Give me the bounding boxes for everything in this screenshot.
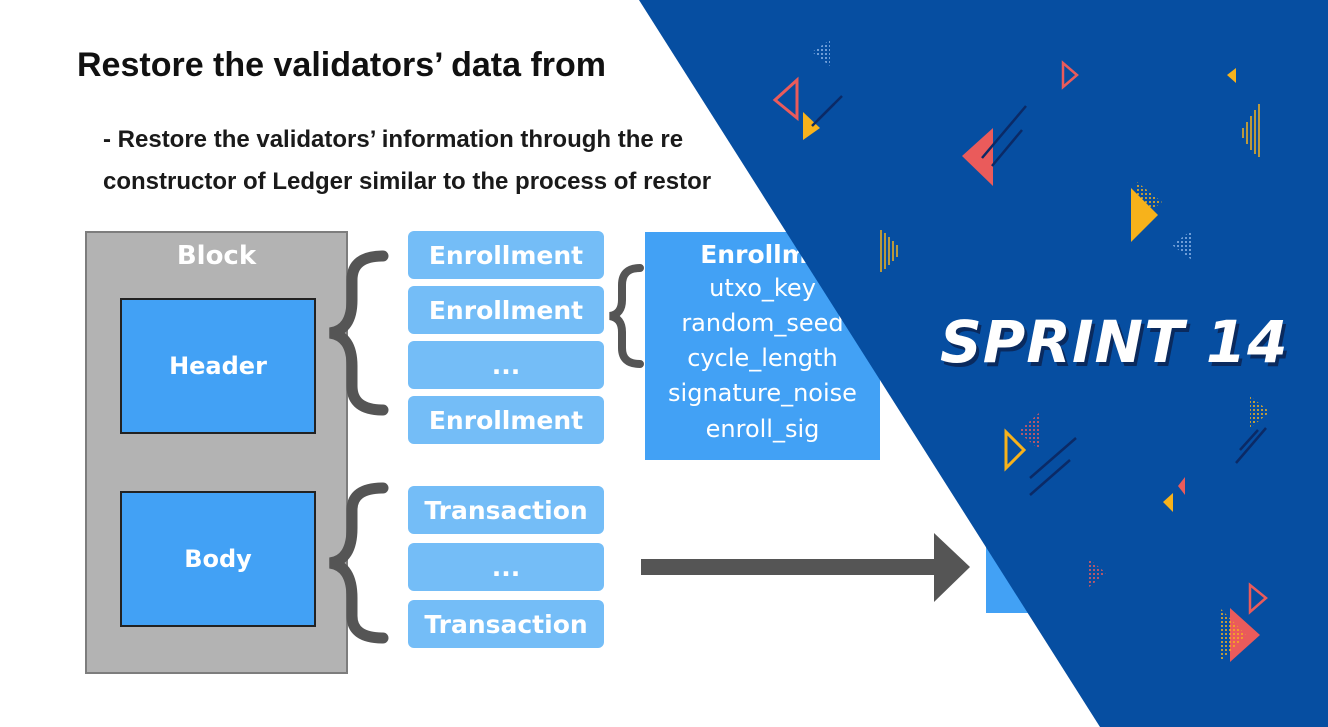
enrollment-pill: Enrollment bbox=[408, 286, 604, 334]
enrollment-field: random_seed bbox=[681, 309, 844, 337]
enrollment-ellipsis-pill: ... bbox=[408, 341, 604, 389]
body-box: Body bbox=[120, 491, 316, 627]
transaction-pill: Transaction bbox=[408, 600, 604, 648]
decor-dotted-triangle-icon bbox=[1220, 608, 1246, 662]
arrow-shaft bbox=[641, 559, 941, 575]
decor-dotted-triangle-icon bbox=[812, 40, 830, 66]
enrollment-field: signature_noise bbox=[668, 379, 857, 407]
decor-dotted-triangle-icon bbox=[1137, 182, 1162, 222]
slide-title: Restore the validators’ data from bbox=[77, 46, 607, 84]
decor-lines-icon bbox=[880, 230, 898, 272]
header-box: Header bbox=[120, 298, 316, 434]
enrollment-pill: Enrollment bbox=[408, 396, 604, 444]
decor-triangle-icon bbox=[1248, 582, 1268, 615]
enrollment-field: enroll_sig bbox=[705, 415, 820, 443]
decor-dotted-triangle-icon bbox=[1088, 558, 1106, 588]
transaction-pill: Transaction bbox=[408, 486, 604, 534]
decor-triangle-icon bbox=[962, 128, 993, 186]
slide-subtitle-line-2: constructor of Ledger similar to the pro… bbox=[103, 168, 712, 195]
decor-triangle-icon bbox=[772, 76, 799, 122]
decor-dotted-triangle-icon bbox=[1250, 396, 1270, 428]
body-brace bbox=[328, 482, 389, 644]
decor-triangle-icon bbox=[803, 112, 820, 140]
decor-triangle-icon bbox=[1061, 60, 1079, 90]
decor-triangle-icon bbox=[1004, 428, 1027, 472]
block-label: Block bbox=[176, 241, 257, 271]
header-label: Header bbox=[169, 352, 267, 380]
enrollment-field: utxo_key bbox=[709, 274, 816, 302]
sprint-banner-text: SPRINT 14 bbox=[940, 308, 1289, 376]
header-brace bbox=[328, 250, 389, 416]
enrollment-field: cycle_length bbox=[687, 344, 838, 372]
block-container: Block Header Body bbox=[85, 231, 348, 674]
body-label: Body bbox=[184, 545, 252, 573]
transaction-ellipsis-pill: ... bbox=[408, 543, 604, 591]
decor-diagonal-strokes bbox=[811, 95, 1267, 496]
decor-dotted-triangle-icon bbox=[1018, 412, 1040, 450]
arrow-head bbox=[934, 533, 970, 602]
decor-dotted-triangle-icon bbox=[1172, 230, 1192, 260]
decor-triangle-icon bbox=[1178, 477, 1185, 495]
decor-triangle-icon bbox=[1227, 68, 1236, 83]
enrollment-brace bbox=[609, 264, 644, 368]
slide-subtitle-line-1: - Restore the validators’ information th… bbox=[103, 126, 684, 153]
decor-lines-icon bbox=[1242, 104, 1260, 157]
enrollment-pill: Enrollment bbox=[408, 231, 604, 279]
decor-triangle-icon bbox=[1163, 493, 1173, 512]
